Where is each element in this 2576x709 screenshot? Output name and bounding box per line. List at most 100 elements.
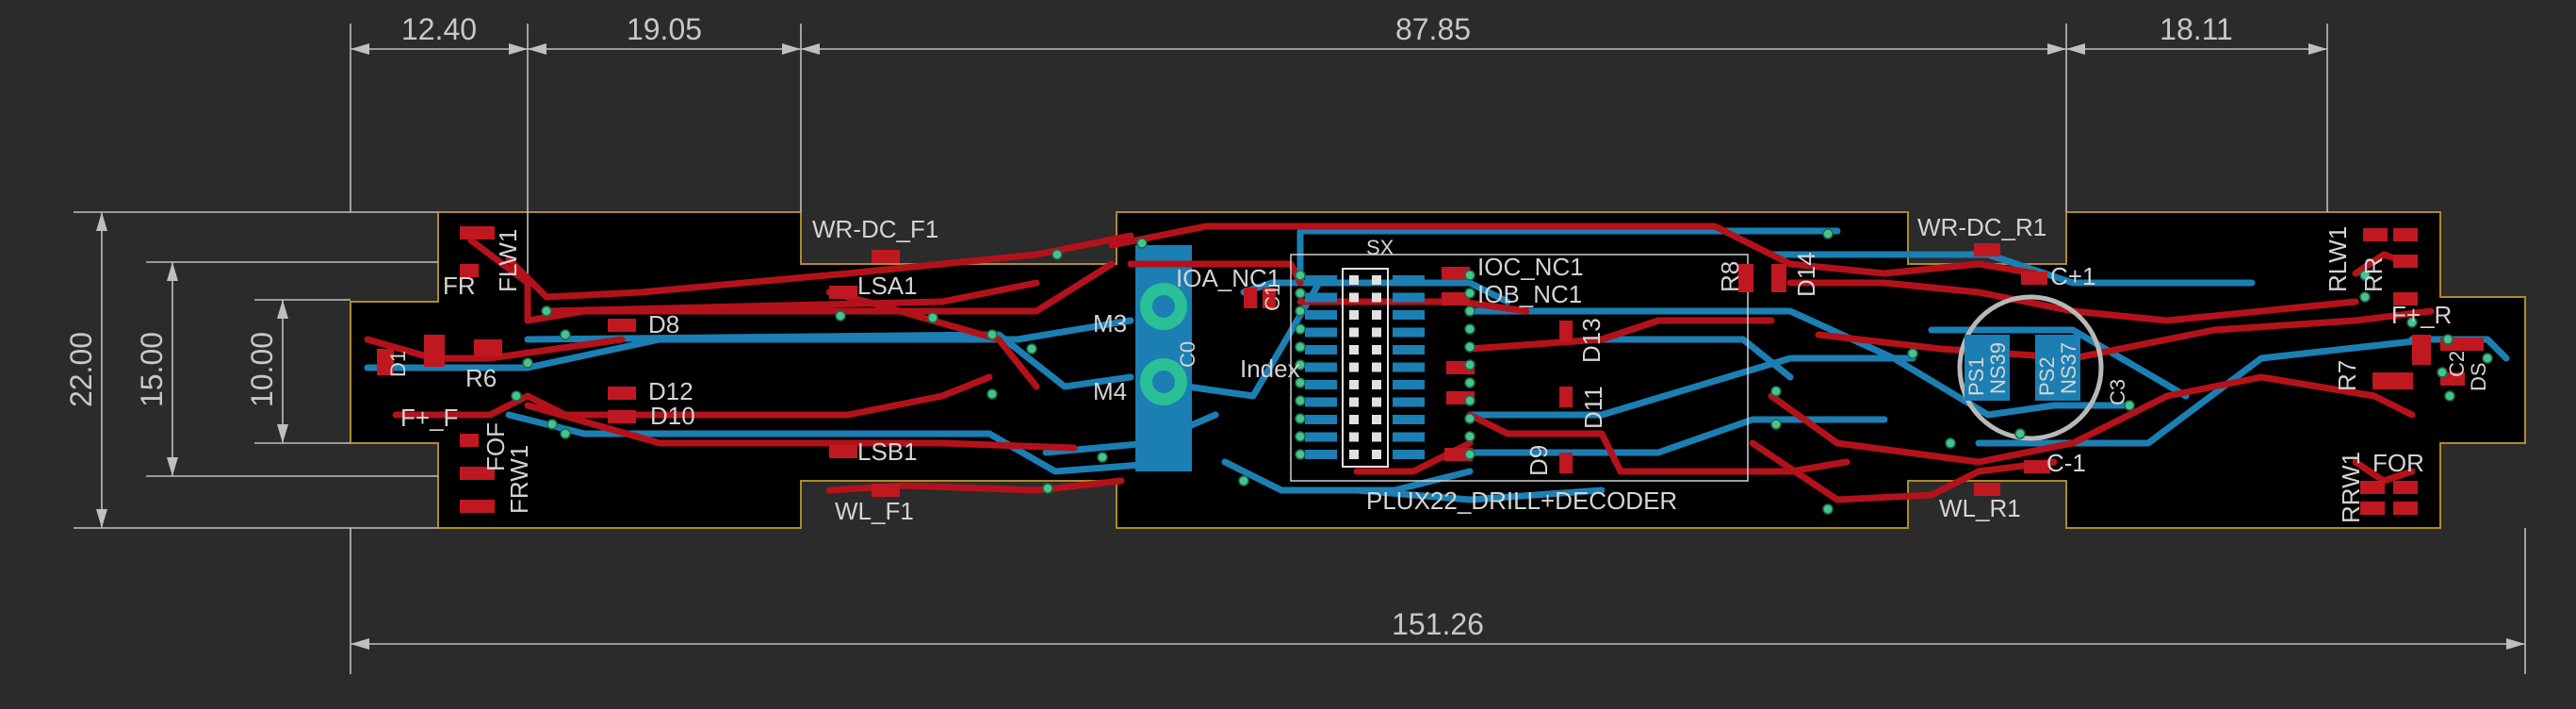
smd-pad[interactable] [460,467,479,480]
label-c-plus-1: C+1 [2050,262,2095,290]
connector-pin-pad [1393,380,1425,389]
smd-pad[interactable] [1559,321,1573,341]
via [1464,305,1475,317]
smd-pad[interactable] [474,339,502,356]
connector-pin [1372,397,1381,407]
smd-pad[interactable] [872,484,900,497]
connector-pin-pad [1393,275,1425,285]
via [1822,228,1834,239]
smd-pad[interactable] [1974,243,2000,256]
smd-pad[interactable] [1559,453,1573,473]
smd-pad[interactable] [2393,292,2418,305]
smd-pad[interactable] [2393,228,2418,241]
label-ns39: NS39 [1986,342,2010,394]
label-r7: R7 [2333,360,2361,391]
connector-pin [1372,362,1381,372]
smd-pad[interactable] [2021,272,2047,285]
via [1238,475,1249,486]
smd-pad[interactable] [460,500,479,513]
smd-pad[interactable] [608,319,636,332]
via [2442,334,2454,345]
connector-pin-pad [1393,397,1425,407]
via [541,305,552,317]
smd-pad[interactable] [476,467,495,480]
via [1464,449,1475,460]
via [1945,437,1956,449]
smd-pad[interactable] [872,250,900,263]
smd-pad[interactable] [460,226,479,239]
connector-pin [1372,327,1381,338]
smd-pad[interactable] [2389,372,2413,389]
via [2406,317,2418,328]
connector-pin-pad [1393,362,1425,372]
via [1464,377,1475,388]
label-frw1: FRW1 [505,445,533,514]
plux22-connector[interactable] [1342,268,1389,468]
via [560,428,571,439]
via [927,312,938,323]
via [546,419,558,430]
via [1464,270,1475,281]
label-d10: D10 [650,402,695,430]
label-ds: DS [2467,362,2490,391]
motor-pads[interactable] [1140,283,1187,405]
smd-pad[interactable] [1771,264,1786,292]
smd-pad[interactable] [2024,460,2050,473]
smd-pad[interactable] [2363,228,2388,241]
vias [511,228,2493,515]
smd-pad[interactable] [2393,255,2418,268]
via [2444,390,2455,402]
via [1770,386,1782,397]
pad-ring [1957,294,2104,441]
label-d13: D13 [1577,318,1606,363]
via [1097,452,1108,463]
smd-pad[interactable] [1559,387,1573,407]
label-d12: D12 [648,377,693,405]
label-fr: FR [443,272,476,300]
smd-pad[interactable] [2459,338,2484,351]
smd-pad[interactable] [424,335,445,367]
smd-pad[interactable] [2360,481,2385,494]
ps2-pad[interactable] [2035,335,2080,401]
smd-pad[interactable] [1442,267,1470,280]
via [1464,431,1475,442]
ps1-pad[interactable] [1965,335,2010,401]
label-rr: RR [2359,256,2388,292]
smd-pad[interactable] [460,264,479,277]
smd-pad[interactable] [608,410,636,423]
via [986,388,998,400]
via [1464,395,1475,406]
smd-pad[interactable] [2360,502,2385,515]
via [1295,270,1306,281]
via [1052,249,1063,260]
smd-pad[interactable] [829,286,857,299]
label-m3: M3 [1093,309,1127,338]
label-wr-dc-f1: WR-DC_F1 [812,215,938,243]
component-labels: FLW1 FR D8 R6 D1 D12 D10 F+_F FOF FRW1 W… [386,213,2490,525]
smd-pad[interactable] [2393,502,2418,515]
via [1295,323,1306,335]
label-c1: C1 [1261,285,1284,311]
smd-pad[interactable] [460,434,479,447]
connector-pin-pad [1393,310,1425,320]
smd-pad[interactable] [1263,288,1276,308]
smd-pad[interactable] [476,500,495,513]
smd-pad[interactable] [476,226,495,239]
connector-pin-pad [1305,450,1337,459]
smd-pad[interactable] [2393,481,2418,494]
via [1295,431,1306,442]
smd-pad[interactable] [2412,335,2431,365]
label-c2: C2 [2445,351,2469,377]
smd-pad[interactable] [1738,264,1753,292]
via [1026,343,1037,354]
smd-pad[interactable] [1442,292,1470,305]
via [522,357,533,369]
dim-top-2: 19.05 [627,12,702,46]
smd-pad[interactable] [829,445,857,458]
smd-pad[interactable] [377,349,394,375]
smd-pad[interactable] [1244,288,1257,308]
smd-pad[interactable] [1974,483,2000,496]
smd-pad[interactable] [608,387,636,400]
label-c0: C0 [1176,341,1199,368]
